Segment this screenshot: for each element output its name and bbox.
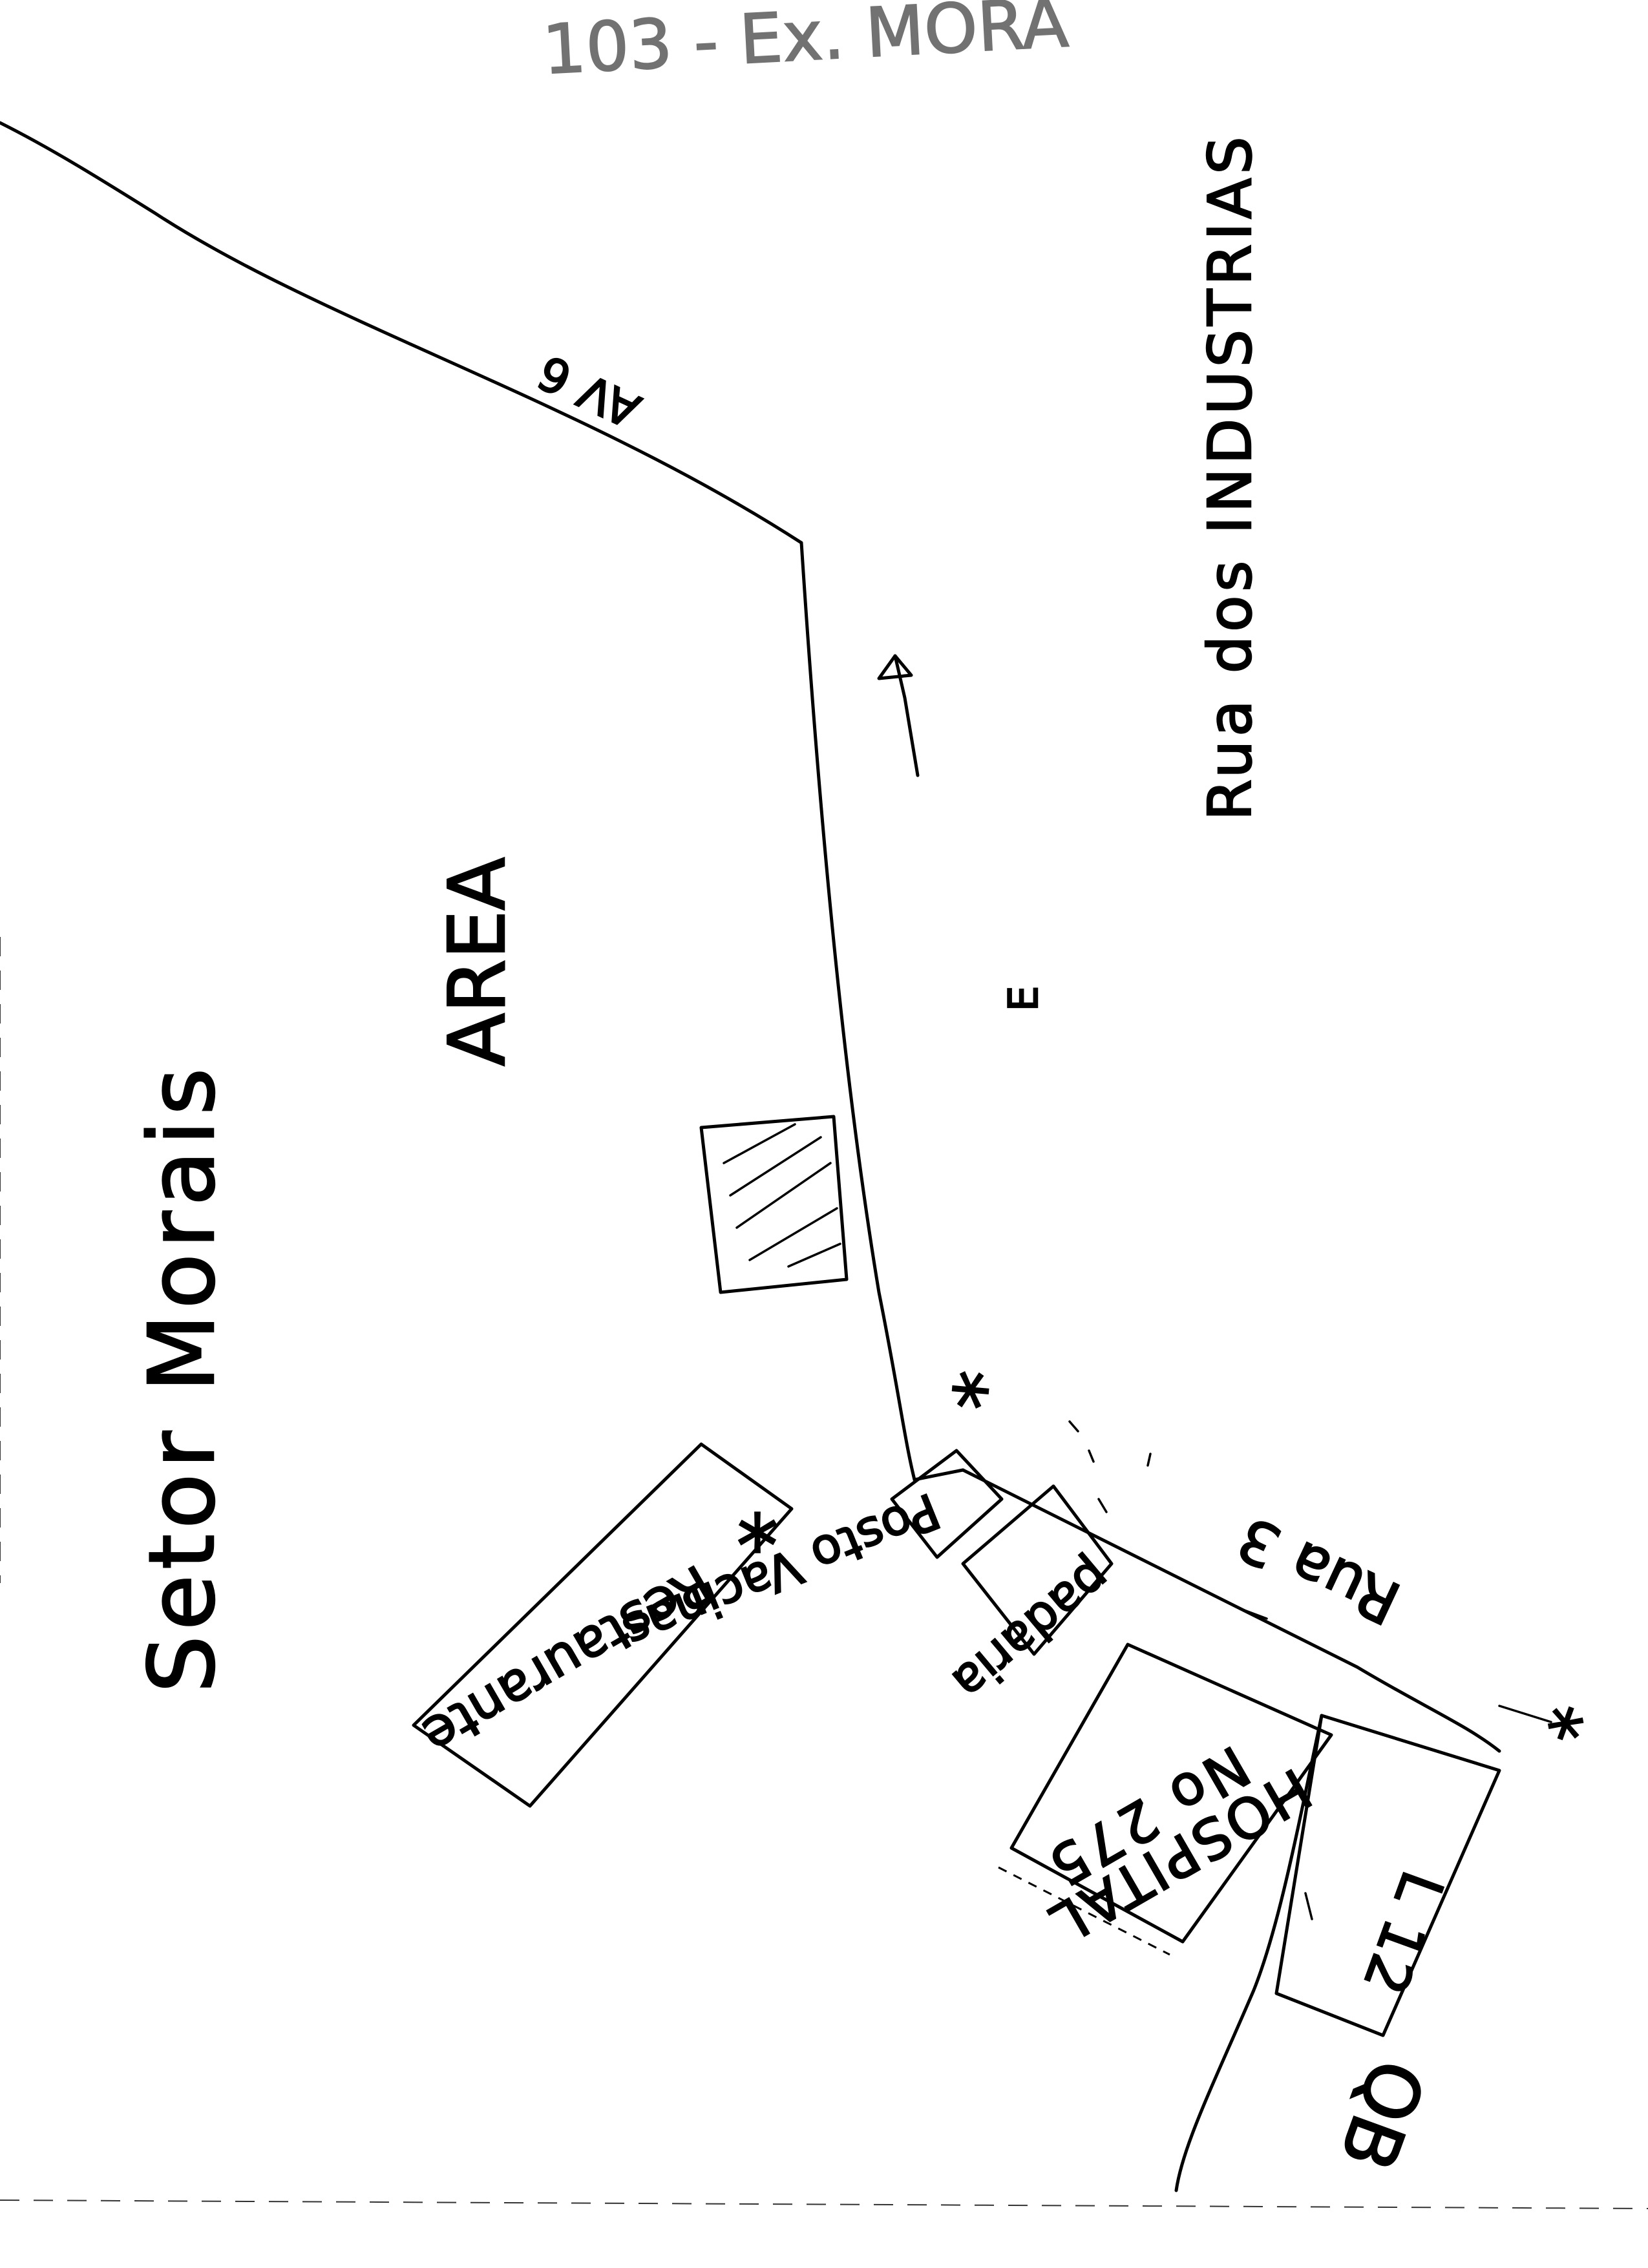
av-6-road xyxy=(0,121,803,545)
direction-arrow-head xyxy=(877,654,913,680)
lote-12-label: L 12 xyxy=(1349,1862,1456,2003)
hospital-shadow xyxy=(998,1866,1170,1956)
qb-street xyxy=(1174,1714,1324,2192)
scribble-tick xyxy=(1146,1453,1152,1467)
lote-12-block xyxy=(1274,1714,1501,2037)
posto-vacinas-block xyxy=(890,1449,1004,1559)
scribble-tick xyxy=(1240,1608,1268,1620)
scribble-tick xyxy=(1097,1498,1108,1513)
av-6-label: AV 6 xyxy=(530,344,648,438)
scribble-tick xyxy=(1068,1420,1079,1433)
hospital-block xyxy=(1009,1643,1333,1944)
star-marker-junction: * xyxy=(911,1365,1004,1412)
header-scribble: 103 - Ex. MORA xyxy=(541,0,1070,90)
rua-dos-industrias-label: Rua dos INDUSTRIAS xyxy=(1196,132,1265,821)
qb-label: QB xyxy=(1322,2048,1441,2181)
area-label: AREA xyxy=(433,857,523,1066)
scan-artifact-line xyxy=(0,2200,1648,2209)
padaria-block xyxy=(961,1484,1114,1656)
east-marker: E xyxy=(1000,986,1047,1011)
star-marker-rua3: * xyxy=(1531,1690,1592,1780)
scribble-tick xyxy=(1088,1449,1095,1463)
sector-name-label: Setor Morais xyxy=(130,1063,235,1693)
scribble-tick xyxy=(1498,1705,1552,1723)
hatched-block xyxy=(699,1115,849,1294)
restaurante-block xyxy=(412,1442,794,1808)
rua-3-road xyxy=(961,1468,1501,1753)
direction-arrow xyxy=(893,654,920,777)
qb-stub xyxy=(1304,1892,1313,1920)
rua-dos-industrias-road xyxy=(799,541,916,1482)
